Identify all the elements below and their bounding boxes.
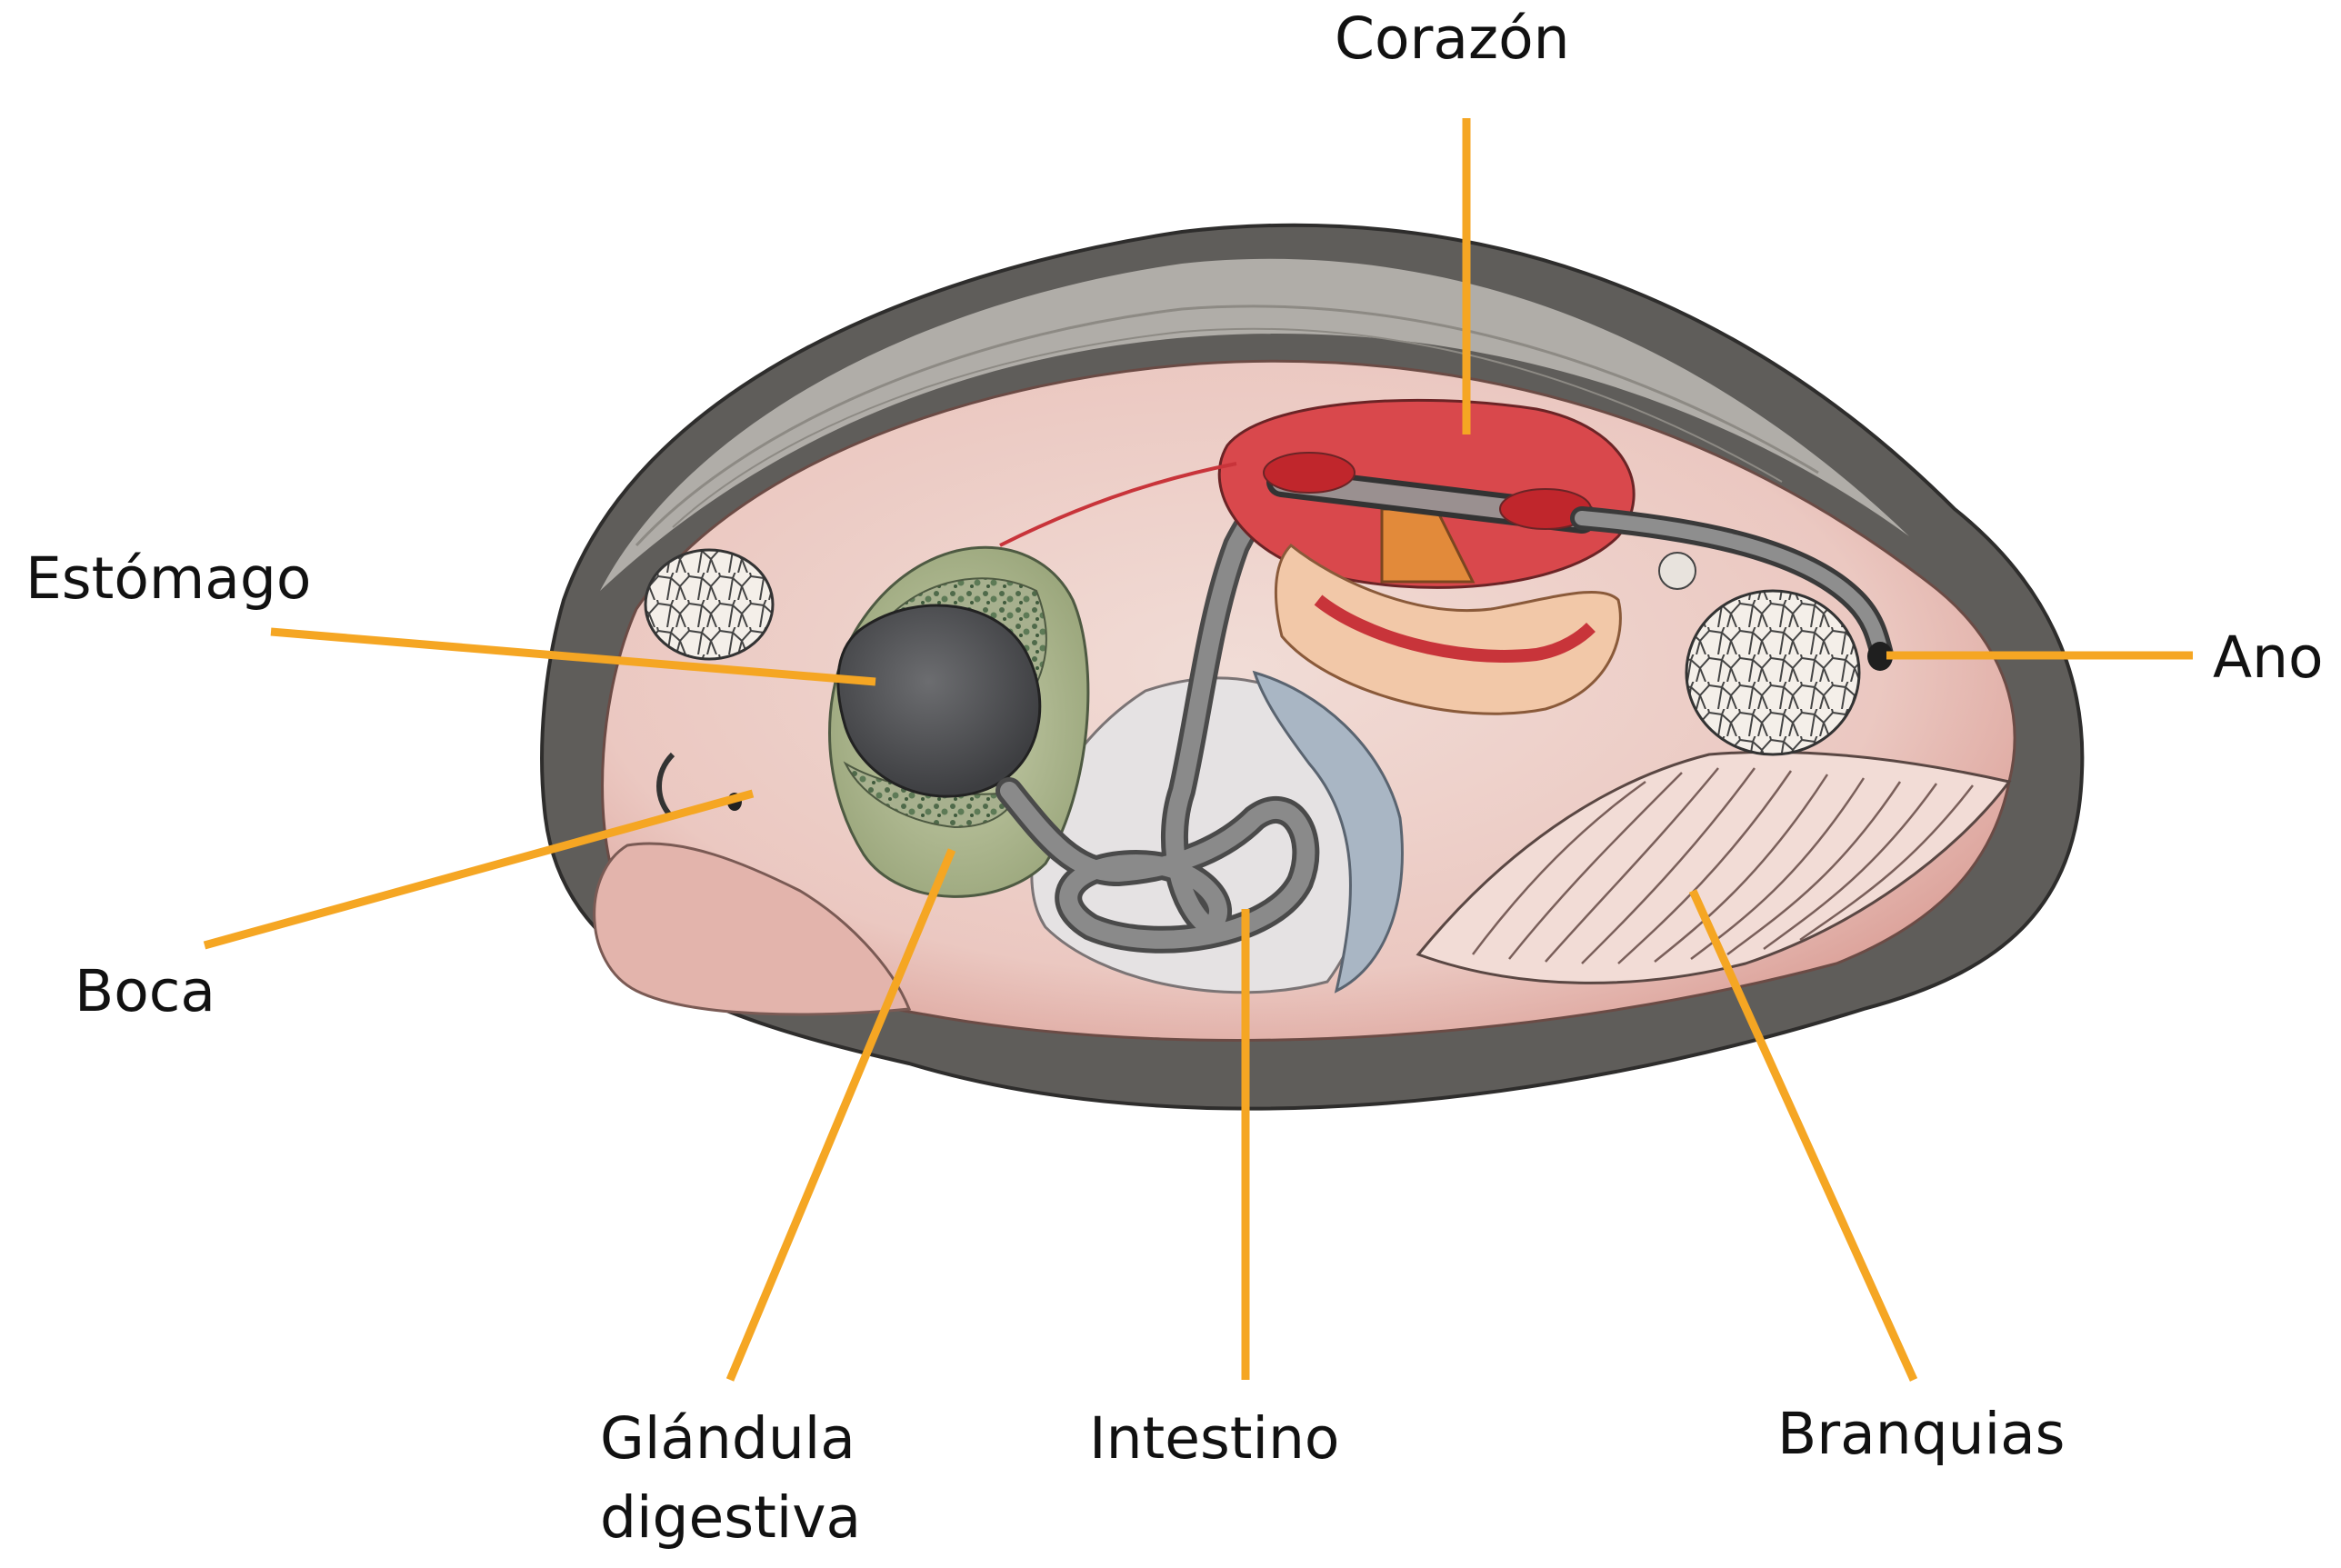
label-boca: Boca: [75, 953, 215, 1032]
anterior-adductor-muscle: [645, 550, 773, 659]
label-intestino: Intestino: [1089, 1400, 1339, 1479]
label-corazon: Corazón: [1335, 0, 1570, 79]
label-glandula-line1: Glándula: [600, 1400, 861, 1479]
posterior-adductor-muscle: [1686, 591, 1859, 754]
label-glandula-line2: digestiva: [600, 1479, 861, 1558]
label-estomago: Estómago: [25, 540, 311, 619]
label-ano: Ano: [2213, 619, 2324, 698]
label-glandula-digestiva: Glándula digestiva: [600, 1400, 861, 1558]
label-branquias: Branquias: [1777, 1395, 2066, 1474]
